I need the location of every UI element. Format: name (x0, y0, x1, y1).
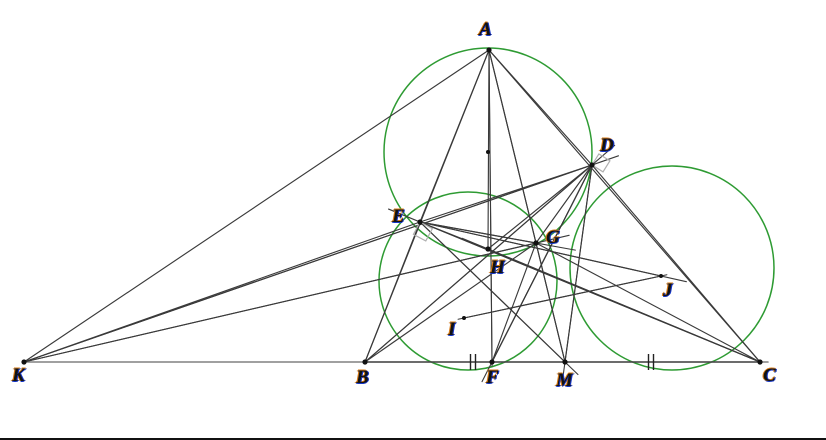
ray-IJ-extended (457, 274, 668, 320)
point-label-A: A (479, 19, 492, 40)
circle-DMC (569, 165, 775, 371)
point-A[interactable] (486, 47, 492, 53)
point-label-K: K (12, 365, 25, 386)
segment-FG (491, 242, 537, 363)
ray-EJ-extended (419, 221, 687, 283)
ray-EG-extended (419, 221, 576, 251)
segment-CG (535, 242, 761, 363)
segment-DH (487, 164, 593, 250)
segment-DG (535, 164, 593, 244)
segment-CD (591, 164, 761, 363)
ticks-layer (469, 354, 655, 370)
point-label-F: F (486, 367, 499, 388)
point-H[interactable] (485, 246, 491, 252)
point-B[interactable] (362, 359, 368, 365)
point-O[interactable] (486, 150, 490, 154)
point-label-G: G (546, 227, 560, 248)
point-C[interactable] (757, 359, 763, 365)
point-I[interactable] (462, 316, 466, 320)
circles-layer (378, 47, 775, 371)
right-angle-at-E (412, 221, 434, 242)
ray-BD-extended (364, 144, 616, 363)
ray-KG-extended (23, 234, 570, 363)
point-label-M: M (556, 370, 573, 391)
points-layer (21, 47, 763, 365)
segment-AD (488, 49, 593, 166)
segment-BG (364, 242, 537, 363)
segment-GM (535, 242, 566, 363)
point-G[interactable] (533, 240, 539, 246)
segment-KA (23, 49, 490, 363)
cevian-AG (488, 49, 537, 244)
ray-CH-extended (461, 237, 761, 363)
point-label-D: D (600, 135, 614, 156)
point-label-I: I (448, 319, 456, 340)
point-label-B: B (356, 367, 369, 388)
point-label-H: H (490, 257, 505, 278)
bottom-border-rule (0, 438, 826, 440)
point-label-C: C (763, 365, 776, 386)
segment-BE (364, 221, 421, 363)
point-E[interactable] (417, 219, 423, 225)
point-F[interactable] (489, 359, 495, 365)
ray-KD-extended (23, 155, 620, 363)
point-label-J: J (663, 280, 673, 301)
point-J[interactable] (659, 274, 663, 278)
segments-layer (23, 49, 769, 383)
point-label-E: E (392, 206, 405, 227)
point-D[interactable] (589, 162, 595, 168)
segment-AO-axis (488, 49, 493, 367)
segment-AE (419, 49, 490, 223)
right-angles-layer (412, 153, 611, 242)
right-angle-at-D (591, 153, 611, 173)
point-K[interactable] (21, 359, 27, 365)
side-AC (488, 49, 761, 363)
nine-point-circle-BEHGM (378, 191, 558, 371)
point-M[interactable] (562, 359, 568, 365)
ray-DF-extended (481, 164, 593, 383)
ray-EM-extended (419, 221, 579, 376)
ray-DM-extended (562, 164, 593, 379)
